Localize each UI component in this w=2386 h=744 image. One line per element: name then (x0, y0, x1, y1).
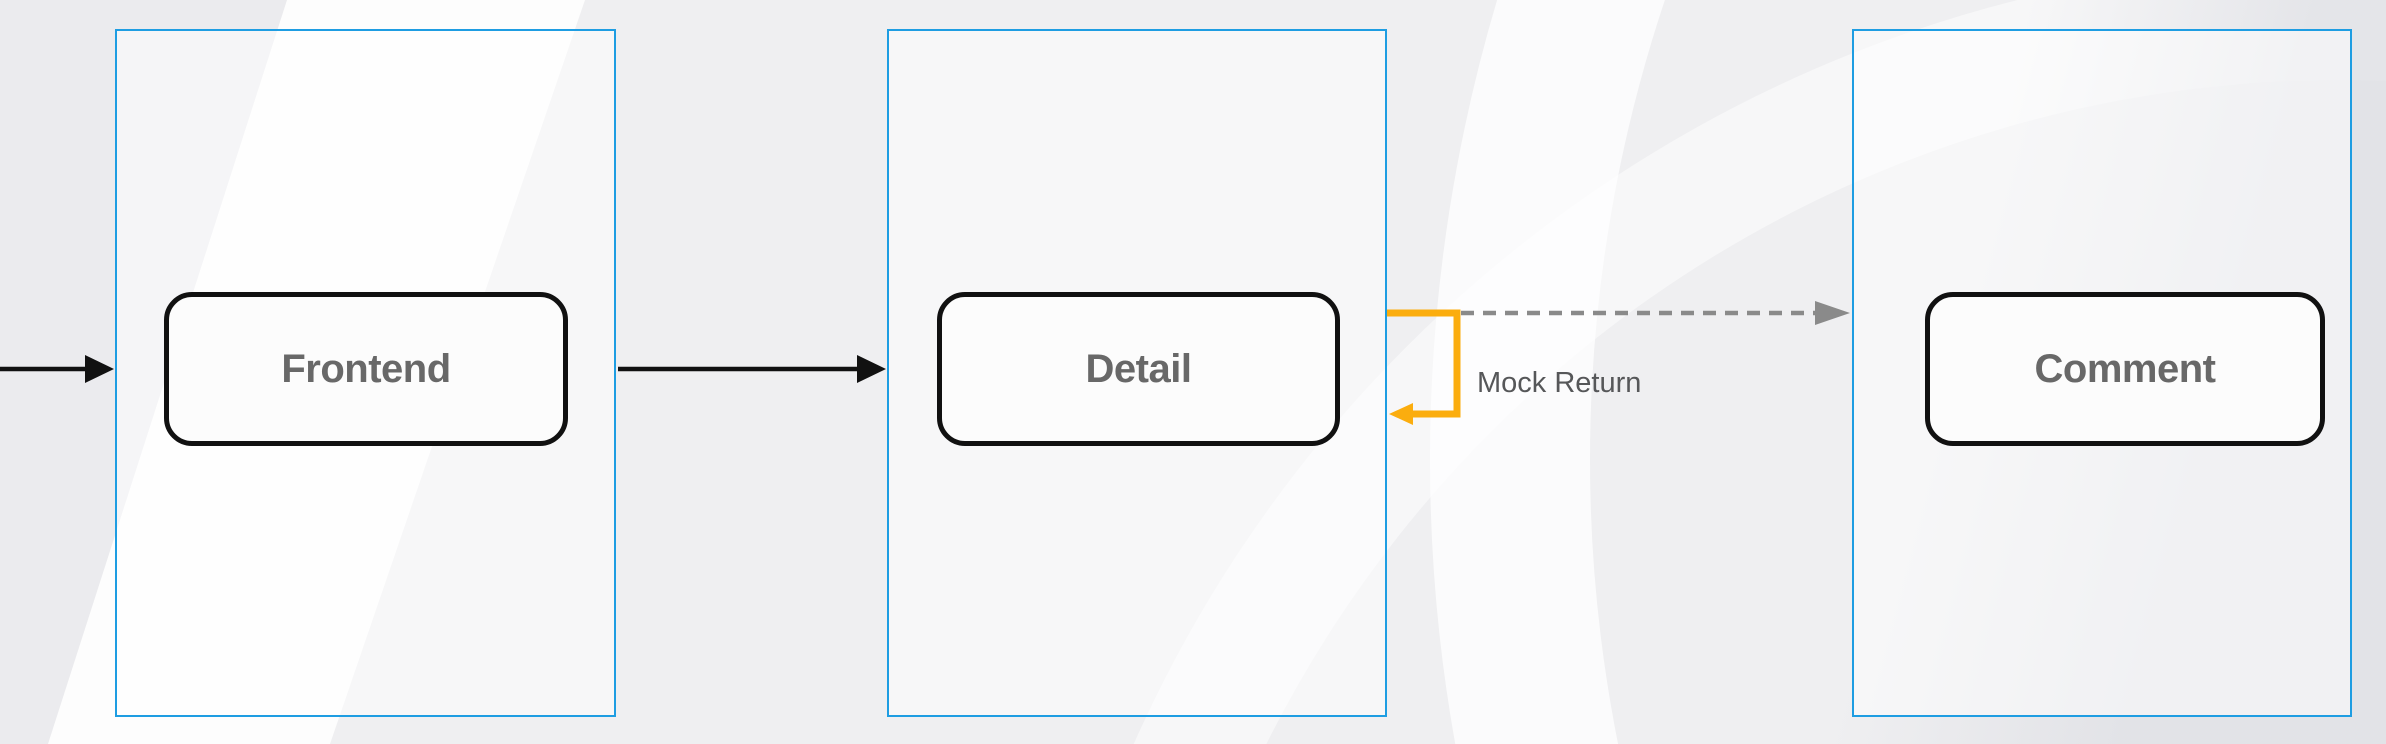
node-detail-label: Detail (1085, 346, 1192, 391)
node-comment-label: Comment (2034, 346, 2216, 391)
arrow-mock-return (1387, 309, 1461, 425)
arrowhead-frontend-detail-icon (857, 355, 886, 383)
mock-return-edge-label: Mock Return (1477, 367, 1642, 399)
node-frontend: Frontend (164, 292, 568, 446)
arrow-detail-to-comment-dashed (1461, 301, 1850, 325)
node-comment: Comment (1925, 292, 2325, 446)
arrow-entry-to-frontend (0, 355, 114, 383)
arrowhead-mock-return-icon (1389, 403, 1413, 425)
arrowhead-detail-comment-icon (1815, 301, 1850, 325)
arrow-frontend-to-detail (618, 355, 886, 383)
arrowhead-entry-icon (85, 355, 114, 383)
node-frontend-label: Frontend (281, 346, 451, 391)
node-detail: Detail (937, 292, 1340, 446)
